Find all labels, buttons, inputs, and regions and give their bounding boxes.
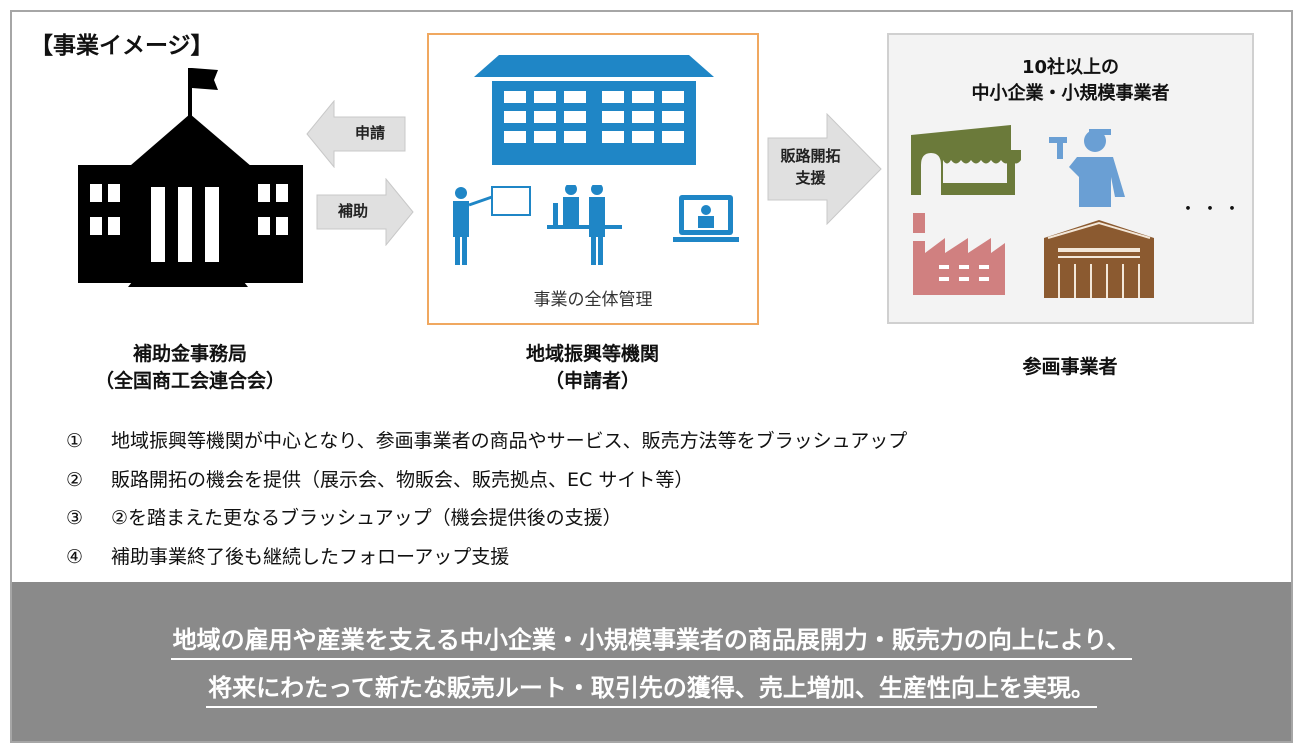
participants-heading-1: 10社以上の: [1021, 57, 1120, 78]
list-number: ①: [66, 430, 84, 452]
list-text: 補助事業終了後も継続したフォローアップ支援: [111, 545, 510, 568]
list-text: 販路開拓の機会を提供（展示会、物販会、販売拠点、EC サイト等）: [111, 468, 694, 491]
office-label-1: 補助金事務局: [132, 343, 247, 365]
org-box-caption: 事業の全体管理: [533, 290, 653, 310]
warehouse-icon: [1044, 220, 1154, 298]
participants-box: 10社以上の 中小企業・小規模事業者 ・・・: [887, 33, 1254, 324]
factory-icon: [913, 213, 1005, 295]
people-working-icon: [453, 185, 739, 265]
list-text: ②を踏まえた更なるブラッシュアップ（機会提供後の支援）: [111, 507, 622, 529]
steps-list: ① 地域振興等機関が中心となり、参画事業者の商品やサービス、販売方法等をブラッシュ…: [66, 422, 907, 576]
list-number: ②: [66, 468, 84, 491]
office-building-icon: [474, 55, 714, 165]
sales-support-arrow: 販路開拓 支援: [767, 112, 882, 226]
summary-line-2: 将来にわたって新たな販売ルート・取引先の獲得、売上増加、生産性向上を実現。: [206, 668, 1097, 708]
section-title: 【事業イメージ】: [30, 33, 214, 59]
list-number: ④: [66, 545, 84, 568]
org-label-2: （申請者）: [544, 370, 640, 392]
organization-box: 事業の全体管理: [427, 33, 759, 325]
sales-support-label-1: 販路開拓: [780, 147, 841, 165]
craftsman-icon: [1049, 129, 1125, 207]
list-text: 地域振興等機関が中心となり、参画事業者の商品やサービス、販売方法等をブラッシュア…: [111, 430, 908, 452]
list-item: ④ 補助事業終了後も継続したフォローアップ支援: [66, 538, 907, 577]
list-item: ① 地域振興等機関が中心となり、参画事業者の商品やサービス、販売方法等をブラッシュ…: [66, 422, 907, 461]
list-item: ② 販路開拓の機会を提供（展示会、物販会、販売拠点、EC サイト等）: [66, 461, 907, 500]
subsidy-label: 補助: [337, 202, 368, 220]
shop-icon: [911, 125, 1021, 195]
summary-band: 地域の雇用や産業を支える中小企業・小規模事業者の商品展開力・販売力の向上により、…: [12, 582, 1291, 741]
more-ellipsis: ・・・: [1179, 199, 1245, 220]
sales-support-label-2: 支援: [795, 169, 826, 187]
participants-heading-2: 中小企業・小規模事業者: [971, 83, 1170, 104]
subsidy-arrow: 補助: [316, 177, 414, 247]
summary-line-1: 地域の雇用や産業を支える中小企業・小規模事業者の商品展開力・販売力の向上により、: [170, 620, 1133, 660]
list-number: ③: [66, 507, 84, 529]
participants-label: 参画事業者: [1022, 356, 1118, 378]
apply-label: 申請: [354, 124, 385, 142]
government-building-icon: [78, 68, 303, 287]
list-item: ③ ②を踏まえた更なるブラッシュアップ（機会提供後の支援）: [66, 499, 907, 538]
org-label-1: 地域振興等機関: [525, 343, 659, 365]
office-label-2: （全国商工会連合会）: [94, 370, 285, 392]
apply-arrow: 申請: [306, 99, 406, 169]
